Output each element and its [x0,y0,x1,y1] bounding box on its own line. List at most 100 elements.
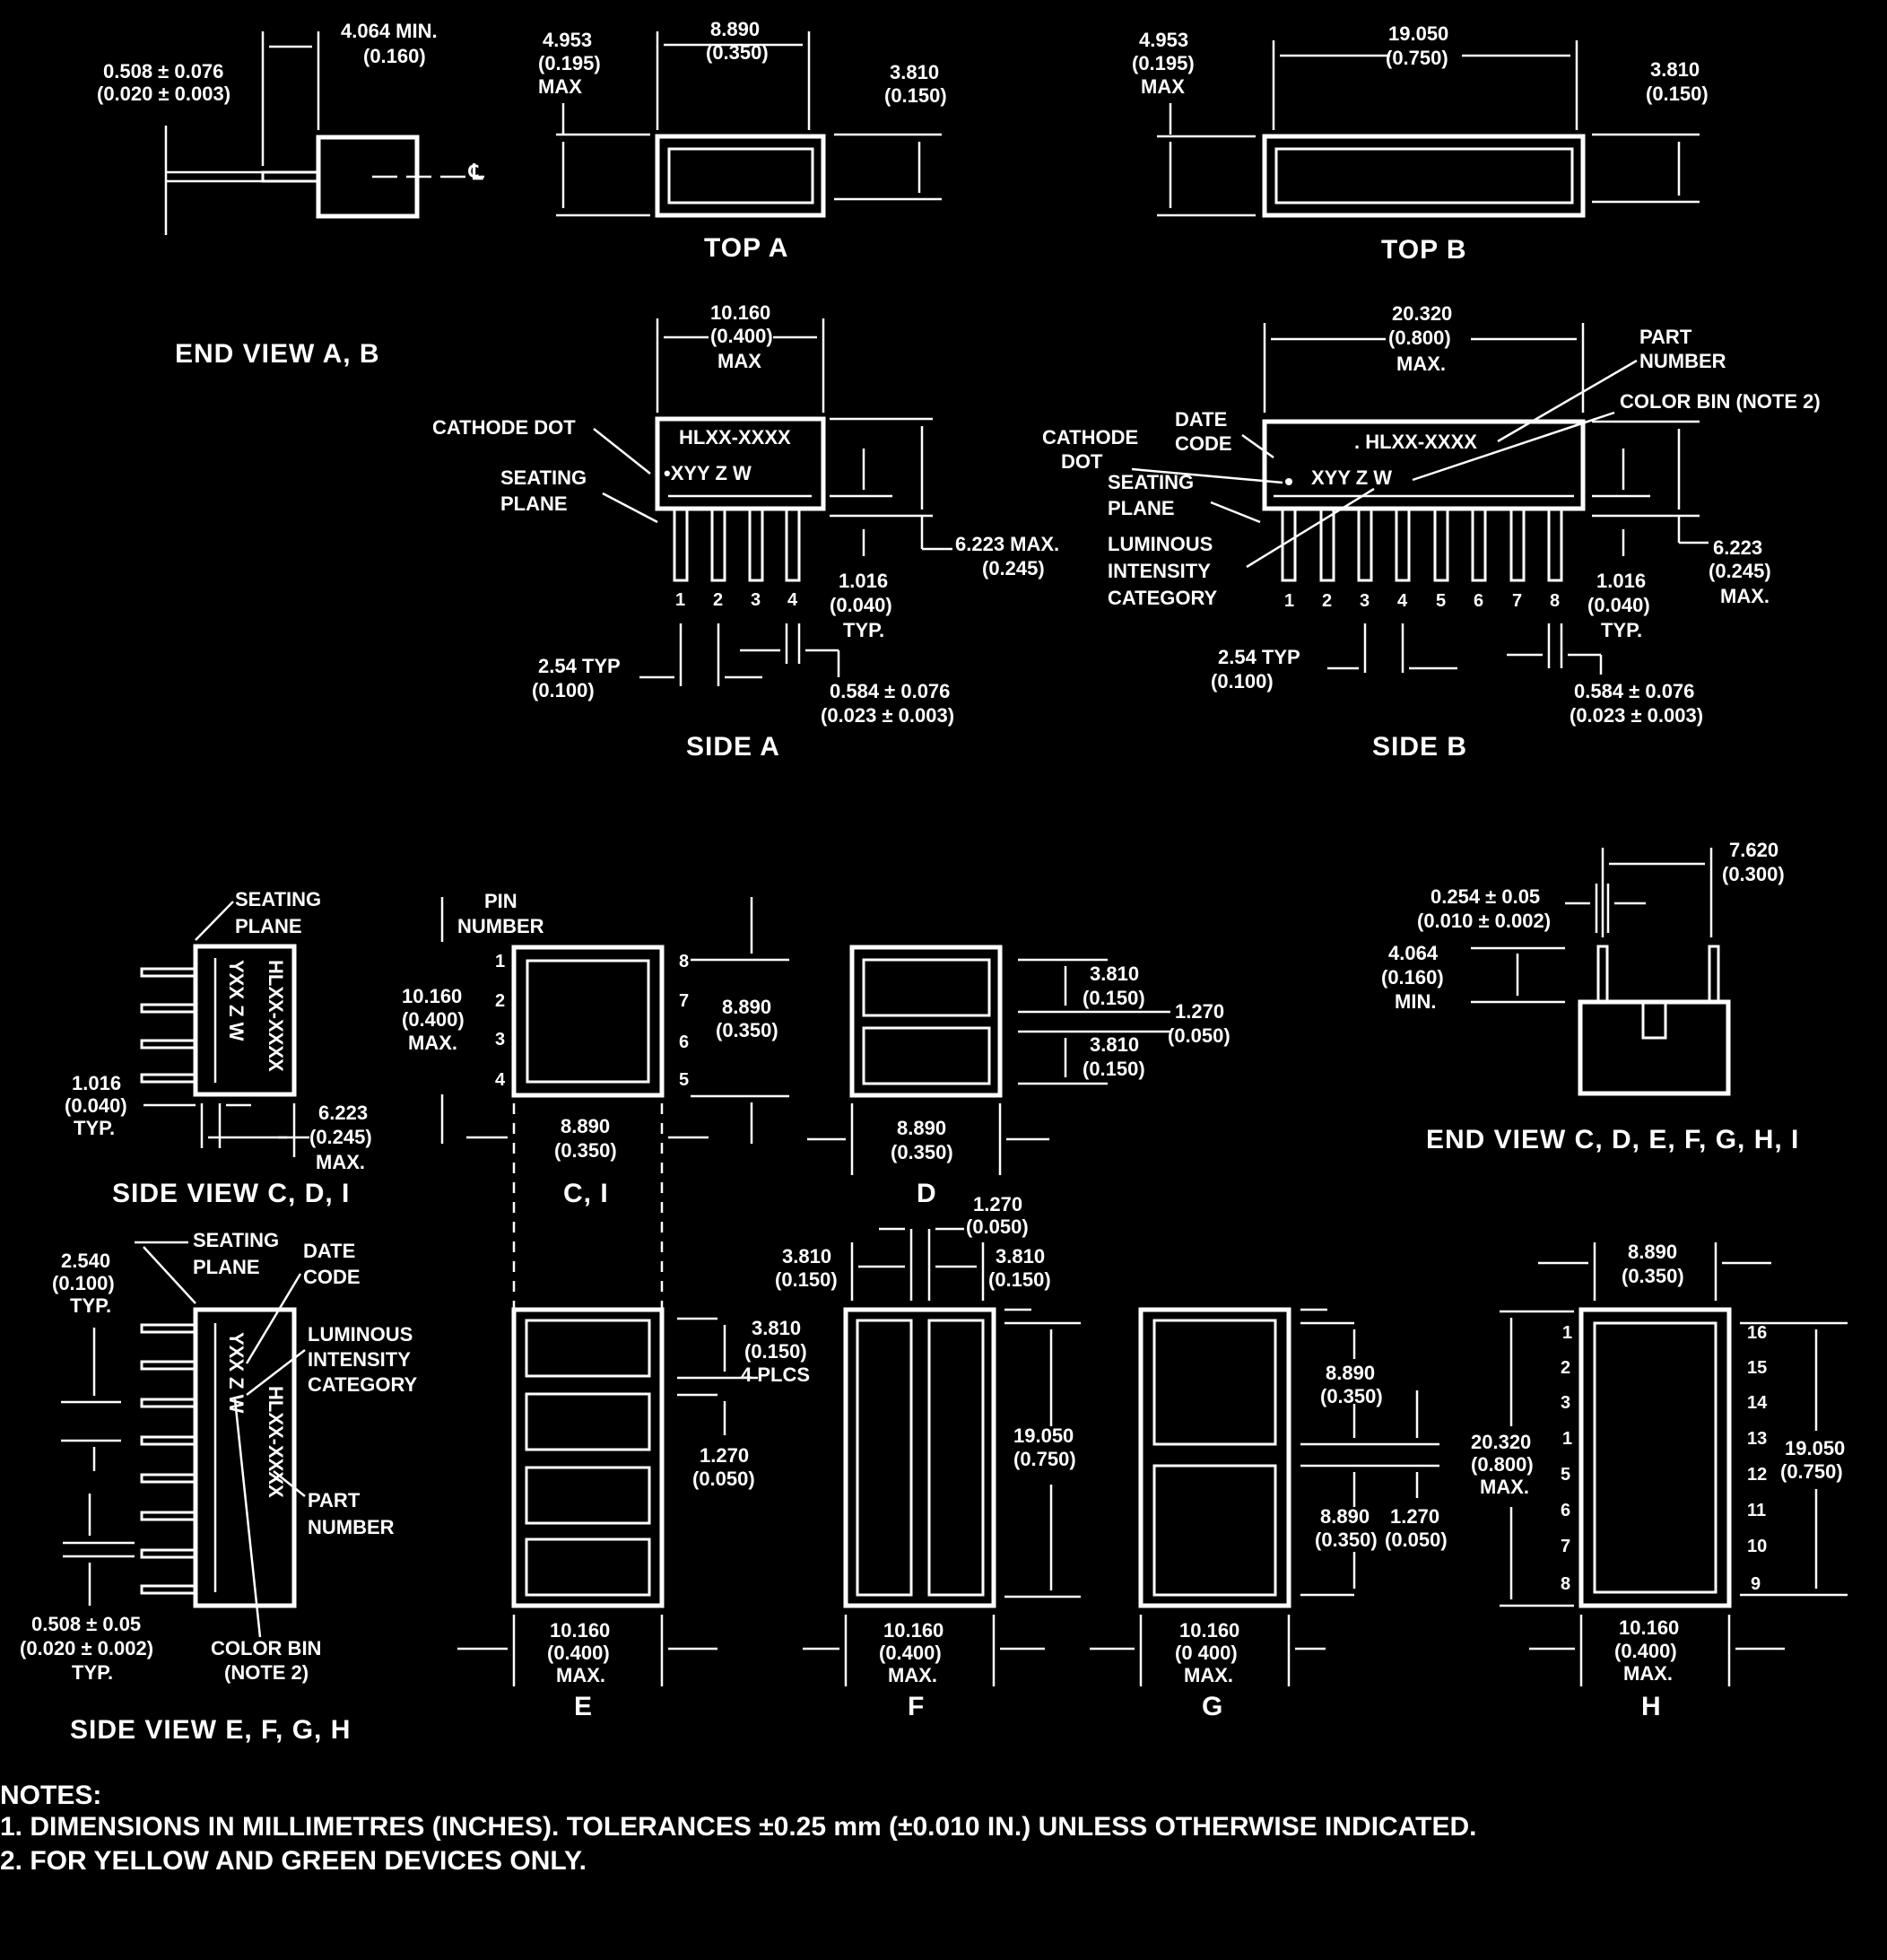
end-ab-len-mm: 4.064 MIN. [341,20,438,42]
view-h-seg-in: (0.750) [1780,1460,1843,1483]
top-b-body [1262,134,1586,218]
view-h-width-in: (0.400) [1614,1640,1677,1662]
side-a-height: 6.223 MAX. [955,533,1059,555]
side-view-efgh-title: SIDE VIEW E, F, G, H [70,1715,351,1745]
side-a-pin-2: 2 [713,590,723,610]
end-ab-len-in: (0.160) [363,45,426,67]
view-e: 3.810 (0.150) 4 PLCS 1.270 (0.050) 10.16… [457,1307,810,1721]
side-b-pin-3: 3 [1360,591,1370,611]
view-d-gap-mm: 1.270 [1175,1000,1224,1023]
side-b-lum-2: INTENSITY [1108,560,1211,582]
side-cdi-seating-2: PLANE [235,915,302,937]
view-h-left-pin-1: 1 [1562,1323,1572,1343]
side-a-lead-in: (0.023 ± 0.003) [821,704,954,727]
side-efgh-lead-typ: TYP. [72,1661,113,1684]
side-b-lum-1: LUMINOUS [1108,533,1213,555]
side-b-lum-3: CATEGORY [1108,587,1218,609]
end-view-ab: 4.064 MIN. (0.160) 0.508 ± 0.076 (0.020 … [97,20,484,369]
side-cdi-code-label: YXX Z W [225,960,248,1041]
view-d-segment-1 [862,958,991,1017]
view-h-title: H [1641,1692,1662,1721]
side-a-pitch-in: (0.100) [532,679,595,701]
view-ci-title: C, I [563,1179,609,1208]
side-a-width-mm: 10.160 [710,301,770,324]
view-h-height-in: (0.800) [1471,1453,1534,1476]
end-view-c-lead-right [1708,945,1720,1004]
view-ci-segment [526,959,650,1084]
top-a-height-in: (0.195) [538,52,601,74]
view-h-left-pin-6: 6 [1561,1501,1570,1520]
view-h-right-pin-12: 12 [1747,1465,1767,1485]
view-g-gap-mm: 1.270 [1390,1505,1439,1528]
view-ci-height-max: MAX. [408,1032,457,1054]
centerline-symbol: ℄ [468,161,483,185]
view-h-seg-mm: 19.050 [1785,1437,1845,1459]
view-d-seg-mm: 3.810 [1090,963,1139,985]
view-d: 3.810 (0.150) 1.270 (0.050) 3.810 (0.150… [807,945,1230,1208]
view-e-title: E [574,1692,593,1721]
view-h-left-pin-4: 1 [1562,1429,1572,1449]
view-h-width-mm: 10.160 [1619,1616,1679,1639]
top-b-title: TOP B [1381,235,1467,265]
view-ci-right-pin-5: 5 [679,1070,689,1090]
view-ci-left-pin-3: 3 [495,1030,505,1050]
side-efgh-seating-2: PLANE [193,1256,260,1278]
note-1: 1. DIMENSIONS IN MILLIMETRES (INCHES). T… [0,1812,1477,1842]
view-e-gap-in: (0.050) [692,1468,755,1490]
view-ci-height-in: (0.400) [402,1008,465,1031]
side-efgh-date-2: CODE [303,1266,361,1288]
view-ci-pin-2: NUMBER [457,915,544,937]
view-ci-left-pin-2: 2 [495,991,505,1011]
side-cdi-seating-1: SEATING [235,888,321,910]
top-b-window [1274,147,1574,205]
side-b-height-in: (0.245) [1709,560,1771,582]
top-a-height-max: MAX [538,75,582,98]
view-e-segment-4 [525,1538,651,1597]
side-efgh-part-label: HLXX-XXXX [265,1386,287,1498]
view-d-title: D [917,1179,937,1208]
view-ci-left-pin-4: 4 [495,1070,506,1090]
side-b-pin-5: 5 [1436,591,1446,611]
view-ci-body [511,945,665,1098]
side-a-code-label: •XYY Z W [664,462,752,484]
end-c-span-mm: 7.620 [1729,839,1778,861]
view-g-segment-2 [1152,1464,1277,1597]
view-f-width-in: (0.400) [879,1642,942,1664]
view-h-right-pin-10: 10 [1747,1537,1767,1556]
view-d-seg-in: (0.150) [1083,987,1145,1009]
end-c-len-in: (0.160) [1381,966,1444,989]
view-e-body [511,1307,665,1608]
side-b-color-bin: COLOR BIN (NOTE 2) [1620,390,1821,413]
end-view-ab-lead [261,170,320,183]
end-view-cdefghi-title: END VIEW C, D, E, F, G, H, I [1426,1125,1799,1154]
view-f-right-in: (0.150) [988,1268,1051,1291]
side-b-pin-4: 4 [1397,591,1408,611]
end-c-lead-mm: 0.254 ± 0.05 [1430,885,1540,908]
view-f-width-max: MAX. [888,1664,937,1686]
side-b-pin-7: 7 [1512,591,1522,611]
end-c-len-mm: 4.064 [1388,942,1439,964]
view-ci-height-mm: 10.160 [402,985,462,1007]
top-b: 19.050 (0.750) 4.953 (0.195) MAX 3.810 (… [1132,22,1709,265]
view-e-width-in: (0.400) [547,1642,610,1664]
view-e-gap-mm: 1.270 [700,1444,749,1467]
end-ab-lead-mm: 0.508 ± 0.076 [103,60,223,83]
view-h-top-mm: 8.890 [1628,1241,1677,1263]
view-f-gap-mm: 1.270 [973,1193,1022,1215]
note-2: 2. FOR YELLOW AND GREEN DEVICES ONLY. [0,1846,587,1876]
view-d-seg2-mm: 3.810 [1090,1033,1139,1056]
view-f-height-in: (0.750) [1013,1448,1076,1470]
view-e-seg-mm: 3.810 [752,1317,801,1339]
view-f-width-mm: 10.160 [883,1619,944,1642]
view-f-segment-left [856,1319,913,1597]
side-a-part-label: HLXX-XXXX [679,426,791,449]
side-cdi-seat-in: (0.040) [65,1094,127,1117]
side-efgh-color-2: (NOTE 2) [224,1661,309,1684]
side-b-width-in: (0.800) [1388,327,1451,349]
side-view-efgh-leads [140,1323,197,1595]
view-f-body [843,1307,996,1608]
view-ci-left-pin-1: 1 [495,952,505,971]
view-h-left-pin-2: 2 [1561,1358,1570,1378]
view-e-segment-1 [525,1319,651,1378]
view-h-left-pin-5: 5 [1561,1465,1570,1485]
